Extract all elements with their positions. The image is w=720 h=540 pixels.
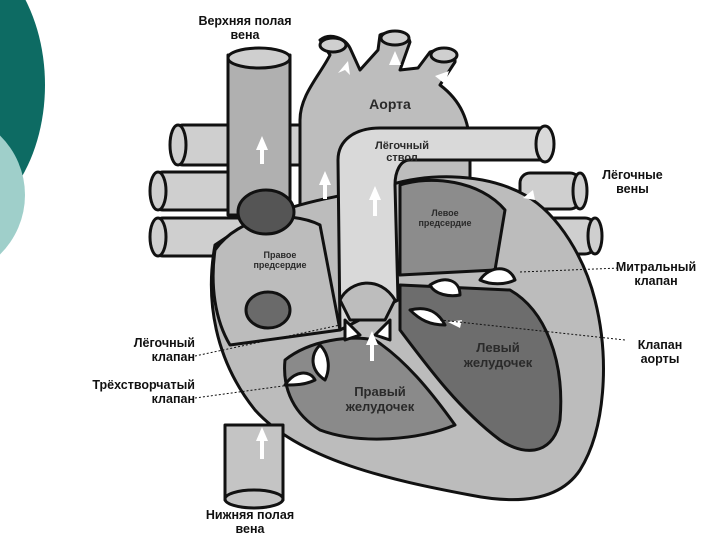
left-atrium-line2: предсердие	[418, 218, 472, 228]
slide-decoration	[0, 0, 60, 300]
right-atrium-line1: Правое	[263, 250, 297, 260]
aortic-valve-line1: Клапан	[637, 338, 683, 352]
ivc-line2: вена	[235, 522, 265, 536]
label-pulmonary-trunk: Лёгочный ствол	[362, 140, 442, 164]
pulm-valve-line2: клапан	[151, 350, 195, 364]
pulm-veins-line2: вены	[616, 182, 649, 196]
label-aorta: Аорта	[369, 96, 411, 112]
left-atrium-line1: Левое	[431, 208, 459, 218]
label-pulmonary-valve: Лёгочный клапан	[70, 336, 195, 364]
mitral-line1: Митральный	[615, 260, 697, 274]
label-tricuspid-valve: Трёхстворчатый клапан	[40, 378, 195, 406]
aortic-valve-line2: аорты	[640, 352, 680, 366]
right-ventricle-line1: Правый	[354, 384, 406, 399]
ivc-line1: Нижняя полая	[205, 508, 295, 522]
label-inferior-vena-cava: Нижняя полая вена	[180, 508, 320, 536]
superior-vena-cava	[226, 53, 292, 217]
leader-lines	[194, 267, 626, 399]
right-atrium-line2: предсердие	[253, 260, 307, 270]
svc-line1: Верхняя полая	[198, 14, 292, 28]
label-aortic-valve: Клапан аорты	[620, 338, 700, 366]
label-right-ventricle: Правый желудочек	[330, 384, 430, 414]
left-atrium	[398, 178, 507, 277]
label-pulmonary-veins: Лёгочные вены	[580, 168, 685, 196]
pulm-trunk-line1: Лёгочный	[375, 140, 429, 152]
pulm-valve-line1: Лёгочный	[133, 336, 195, 350]
svc-line2: вена	[230, 28, 260, 42]
left-ventricle-line1: Левый	[476, 340, 520, 355]
left-ventricle-line2: желудочек	[463, 355, 533, 370]
pulm-veins-line1: Лёгочные	[602, 168, 663, 182]
tricuspid-line2: клапан	[151, 392, 195, 406]
mitral-line2: клапан	[634, 274, 678, 288]
tricuspid-line1: Трёхстворчатый	[92, 378, 195, 392]
right-ventricle-line2: желудочек	[345, 399, 415, 414]
valves	[283, 267, 517, 387]
pulm-trunk-line2: ствол	[386, 152, 418, 164]
label-left-atrium: Левое предсердие	[400, 208, 490, 228]
label-right-atrium: Правое предсердие	[235, 250, 325, 270]
inferior-vena-cava	[223, 423, 285, 502]
label-left-ventricle: Левый желудочек	[448, 340, 548, 370]
flow-arrows	[256, 51, 535, 459]
label-mitral-valve: Митральный клапан	[596, 260, 716, 288]
label-superior-vena-cava: Верхняя полая вена	[175, 14, 315, 42]
